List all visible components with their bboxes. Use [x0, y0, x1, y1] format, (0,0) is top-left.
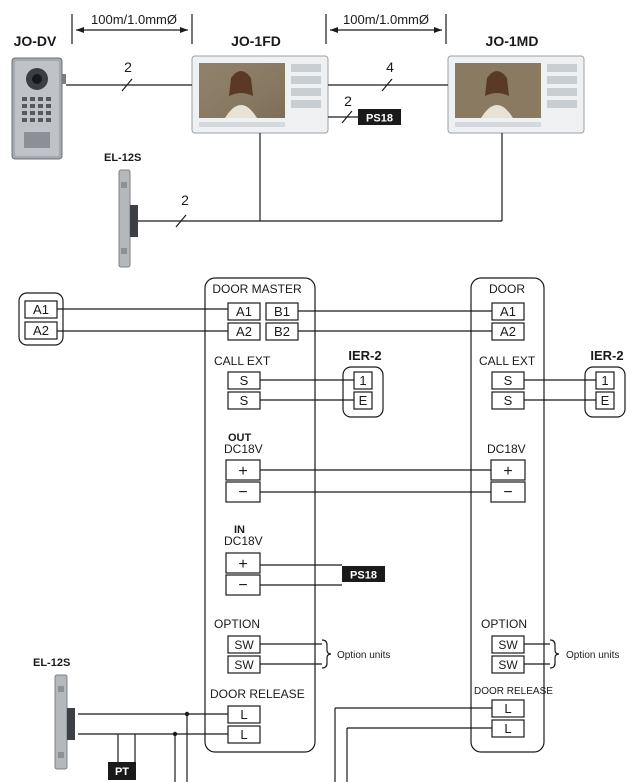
master-unit-frame: [204, 277, 316, 753]
sub-option-label: OPTION: [481, 617, 527, 631]
left-terminal-a2-label: A2: [33, 323, 49, 338]
sub-terminal-sw1-label: SW: [498, 638, 518, 652]
master-out-label: OUT: [228, 432, 252, 444]
wire-count-dv-fd: 2: [124, 59, 132, 75]
sub-terminal-l1-label: L: [504, 701, 511, 716]
sub-door-release-label: DOOR RELEASE: [474, 686, 553, 697]
sub-call-ext-label: CALL EXT: [479, 354, 536, 368]
distance-dimension-2: 100m/1.0mmØ: [325, 12, 447, 44]
left-station-frame: [18, 292, 64, 346]
ier-sub-frame: [584, 366, 626, 418]
sub-dc-minus-label: −: [503, 484, 512, 501]
distance-label-1: 100m/1.0mmØ: [91, 12, 177, 27]
master-door-release-label: DOOR RELEASE: [210, 687, 305, 701]
sub-unit-frame: [470, 277, 545, 753]
sub-dc-plus-label: +: [503, 463, 512, 480]
master-in-plus-label: +: [238, 556, 247, 573]
master-out-voltage: DC18V: [224, 442, 263, 456]
sub-terminal-s1-label: S: [504, 373, 513, 388]
wire-count-strike: 2: [181, 192, 189, 208]
sub-terminal-s2-label: S: [504, 393, 513, 408]
ier-master-frame: [342, 366, 384, 418]
master-terminal-a1-label: A1: [236, 304, 252, 319]
option-units-label-1: Option units: [337, 650, 390, 661]
distance-label-2: 100m/1.0mmØ: [343, 12, 429, 27]
ps18-top-badge: [358, 109, 401, 125]
ier-sub-terminal-e-label: E: [601, 393, 610, 408]
distance-dimension-1: 100m/1.0mmØ: [71, 12, 193, 44]
left-terminal-a1-label: A1: [33, 302, 49, 317]
wire-count-ps: 2: [344, 93, 352, 109]
label-jo-1md: JO-1MD: [486, 33, 539, 49]
option-brace-1: [321, 639, 332, 669]
sub-terminal-l2-label: L: [504, 721, 511, 736]
ier-master-terminal-e-label: E: [359, 393, 368, 408]
master-out-minus-label: −: [238, 484, 247, 501]
ier-sub-terminal-1-label: 1: [601, 373, 608, 388]
ier-sub-title: IER-2: [590, 348, 623, 363]
master-in-plus: [225, 552, 261, 574]
sub-terminal-a2-label: A2: [500, 324, 516, 339]
master-in-label: IN: [234, 524, 245, 536]
master-in-minus-label: −: [238, 577, 247, 594]
label-jo-1fd: JO-1FD: [231, 33, 281, 49]
ps18-bottom-badge: [342, 566, 385, 582]
master-out-plus-label: +: [238, 463, 247, 480]
ps18-top-label: PS18: [366, 113, 393, 125]
sub-terminal-sw2-label: SW: [498, 658, 518, 672]
master-terminal-sw2-label: SW: [234, 658, 254, 672]
master-call-ext-label: CALL EXT: [214, 354, 271, 368]
schematic-wires: [57, 308, 596, 782]
master-terminal-l2-label: L: [240, 727, 247, 742]
sub-terminal-a1-label: A1: [500, 304, 516, 319]
wire-count-fd-md: 4: [386, 59, 394, 75]
label-el-12s-top: EL-12S: [104, 152, 141, 164]
ier-master-title: IER-2: [348, 348, 381, 363]
master-terminal-s1-label: S: [240, 373, 249, 388]
label-jo-dv: JO-DV: [14, 33, 57, 49]
master-in-voltage: DC18V: [224, 534, 263, 548]
sub-dc-voltage: DC18V: [487, 442, 526, 456]
option-units-label-2: Option units: [566, 650, 619, 661]
door-strike-bottom-image: [54, 674, 75, 770]
ier-master-terminal-1-label: 1: [359, 373, 366, 388]
master-terminal-a1: [227, 302, 261, 321]
master-terminal-l1-label: L: [240, 707, 247, 722]
label-el-12s-bottom: EL-12S: [33, 657, 70, 669]
master-door-header: DOOR MASTER: [212, 282, 302, 296]
junction-dot-2: [172, 731, 178, 737]
ps18-bottom-label: PS18: [350, 570, 377, 582]
pt-label: PT: [115, 766, 129, 778]
pt-badge: [108, 762, 136, 780]
master-terminal-sw1-label: SW: [234, 638, 254, 652]
master-monitor-image: [191, 55, 329, 134]
sub-monitor-image: [447, 55, 585, 134]
door-strike-top-image: [118, 169, 138, 268]
junction-dot-1: [184, 711, 190, 717]
door-station-image: [11, 57, 66, 160]
master-option-label: OPTION: [214, 617, 260, 631]
master-terminal-b1-label: B1: [274, 304, 290, 319]
master-terminal-s2-label: S: [240, 393, 249, 408]
option-brace-2: [549, 639, 560, 669]
sub-door-header: DOOR: [489, 282, 525, 296]
master-terminal-a2-label: A2: [236, 324, 252, 339]
master-terminal-b2-label: B2: [274, 324, 290, 339]
